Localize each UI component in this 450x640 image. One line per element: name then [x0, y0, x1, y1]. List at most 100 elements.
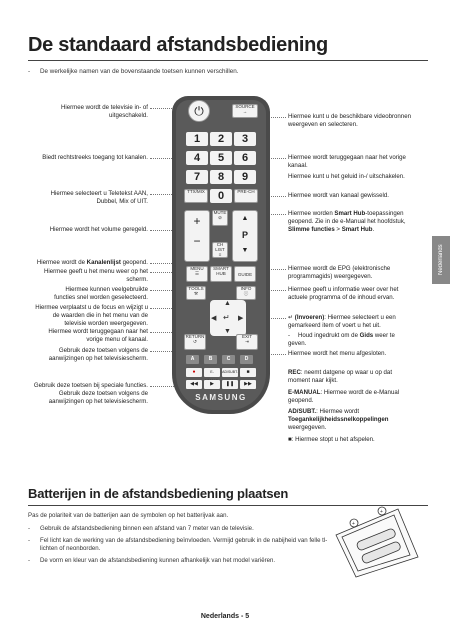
left-label-volume: Hiermee wordt het volume geregeld. [49, 226, 148, 233]
digit-button[interactable]: 2 [210, 132, 232, 146]
tools-icon: ⚒ [193, 290, 199, 296]
rewind-button[interactable]: ◀◀ [186, 380, 202, 389]
title-rule [28, 60, 428, 61]
ttx-mix-button[interactable]: TTX/MIX [184, 189, 208, 203]
right-label-info: Hiermee geeft u informatie weer over het… [288, 286, 399, 301]
navigation-pad: ▲ ▼ ◀ ▶ ↵ [210, 300, 246, 336]
rec-button[interactable]: ● [186, 368, 202, 377]
up-arrow-icon[interactable]: ▲ [224, 300, 231, 307]
rec-icon: ● [192, 369, 196, 375]
battery-heading: Batterijen in de afstandsbediening plaat… [28, 486, 289, 501]
return-button[interactable]: RETURN↺ [184, 334, 206, 350]
left-label-return: Hiermee wordt teruggegaan naar het vorig… [48, 328, 148, 343]
rl12-bold2: Toegankelijkheidssnelkoppelingen [288, 416, 389, 423]
digit-button[interactable]: 4 [186, 151, 208, 165]
info-icon: ⓘ [243, 290, 249, 296]
list-icon: ≡ [218, 251, 222, 257]
pre-ch-button[interactable]: PRE-CH [234, 189, 258, 203]
e-manual-button[interactable]: E-MANUAL [204, 368, 220, 383]
volume-rocker[interactable]: +− [184, 210, 210, 262]
fast-forward-button[interactable]: ▶▶ [240, 380, 256, 389]
digit-button[interactable]: 9 [234, 170, 256, 184]
svg-text:+: + [352, 521, 355, 527]
pause-icon: ❚❚ [225, 381, 235, 387]
right-arrow-icon[interactable]: ▶ [238, 315, 244, 322]
rl7-bold: (Invoeren) [293, 314, 325, 321]
color-button-c[interactable]: C [222, 355, 235, 364]
left-arrow-icon[interactable]: ◀ [211, 315, 217, 322]
left-label-special: Gebruik deze toetsen bij speciale functi… [33, 382, 148, 405]
language-tab: Nederlands [432, 236, 450, 284]
source-button[interactable]: SOURCE→ [232, 104, 258, 118]
channel-rocker[interactable]: ▲P▼ [232, 210, 258, 262]
rl12-suffix: : Hiermee wordt [316, 408, 360, 415]
power-button[interactable]: ⏻ [188, 100, 210, 122]
right-label-source: Hiermee kunt u de beschikbare videobronn… [288, 113, 411, 128]
volume-down-icon: − [193, 234, 201, 248]
pause-button[interactable]: ❚❚ [222, 380, 238, 389]
rl12-suffix2: weergegeven. [288, 424, 327, 431]
enter-button-icon[interactable]: ↵ [223, 313, 230, 322]
battery-bullet-text: De vorm en kleur van de afstandsbedienin… [40, 557, 276, 564]
rl8-suffix: weer te geven. [288, 332, 395, 347]
digit-button[interactable]: 8 [210, 170, 232, 184]
leader-line [150, 263, 174, 264]
left-label-digits: Biedt rechtstreeks toegang tot kanalen. [42, 154, 148, 161]
brand-logo: SAMSUNG [195, 393, 247, 402]
right-label-enter: ↵ (Invoeren): Hiermee selecteert u een g… [288, 314, 412, 330]
left-label-tools: Hiermee kunnen veelgebruikte functies sn… [54, 286, 148, 301]
battery-bullet-text: Fel licht kan de werking van de afstands… [40, 537, 328, 552]
ch-list-label: CH LIST [215, 242, 225, 252]
fast-forward-icon: ▶▶ [244, 381, 252, 387]
rl8-prefix: Houd ingedrukt om de [298, 332, 360, 339]
leader-line [150, 386, 186, 387]
digit-button[interactable]: 5 [210, 151, 232, 165]
tools-label: TOOLS [188, 286, 204, 291]
ch-list-button[interactable]: CH LIST≡ [212, 242, 228, 258]
power-icon: ⏻ [194, 104, 204, 118]
rl7-suffix: : Hiermee selecteert u een gemarkeerd it… [288, 314, 396, 329]
left-label-chlist-suffix: geopend. [120, 259, 148, 266]
page-title: De standaard afstandsbediening [28, 34, 328, 56]
exit-button[interactable]: EXIT⇥ [236, 334, 258, 350]
battery-illustration: + + [335, 506, 419, 578]
digit-button[interactable]: 7 [186, 170, 208, 184]
rl4-suffix3: . [372, 226, 375, 233]
battery-rule [28, 505, 428, 506]
smart-hub-button[interactable]: SMART HUB [210, 266, 232, 282]
menu-icon: ☰ [194, 270, 200, 276]
guide-button[interactable]: GUIDE [234, 266, 256, 282]
rl4-prefix: Hiermee worden [288, 210, 335, 217]
tools-button[interactable]: TOOLS⚒ [186, 286, 206, 300]
digit-button[interactable]: 3 [234, 132, 256, 146]
down-arrow-icon[interactable]: ▼ [224, 328, 231, 335]
channel-down-icon: ▼ [241, 247, 249, 254]
mute-label: MUTE [213, 210, 227, 215]
enter-icon: ↵ [288, 314, 294, 321]
digit-button[interactable]: 1 [186, 132, 208, 146]
menu-button[interactable]: MENU☰ [186, 266, 208, 282]
ad-subt-button[interactable]: AD/SUBT. [222, 368, 238, 377]
right-label-mute: Hiermee kunt u het geluid in-/ uitschake… [288, 173, 405, 180]
color-button-d[interactable]: D [240, 355, 253, 364]
rl13-suffix: : Hiermee stopt u het afspelen. [291, 436, 375, 443]
stop-button[interactable]: ■ [240, 368, 256, 377]
digit-button[interactable]: 0 [210, 189, 232, 203]
left-label-dpad: Hiermee verplaatst u de focus en wijzigt… [35, 304, 148, 327]
rl12-bold: AD/SUBT. [288, 408, 317, 415]
color-button-a[interactable]: A [186, 355, 199, 364]
page-footer: Nederlands - 5 [200, 613, 250, 620]
mute-button[interactable]: MUTE⊘ [212, 210, 228, 226]
leader-line [254, 117, 286, 118]
color-button-b[interactable]: B [204, 355, 217, 364]
leader-line [150, 108, 190, 109]
play-button[interactable]: ▶ [204, 380, 220, 389]
right-label-stop: ■: Hiermee stopt u het afspelen. [288, 436, 412, 444]
right-label-rec: REC: neemt datgene op waar u op dat mome… [288, 369, 412, 385]
svg-text:+: + [380, 509, 383, 515]
battery-intro: Pas de polariteit van de batterijen aan … [28, 512, 229, 519]
channel-p-label: P [241, 230, 248, 240]
source-icon: → [242, 108, 248, 114]
digit-button[interactable]: 6 [234, 151, 256, 165]
